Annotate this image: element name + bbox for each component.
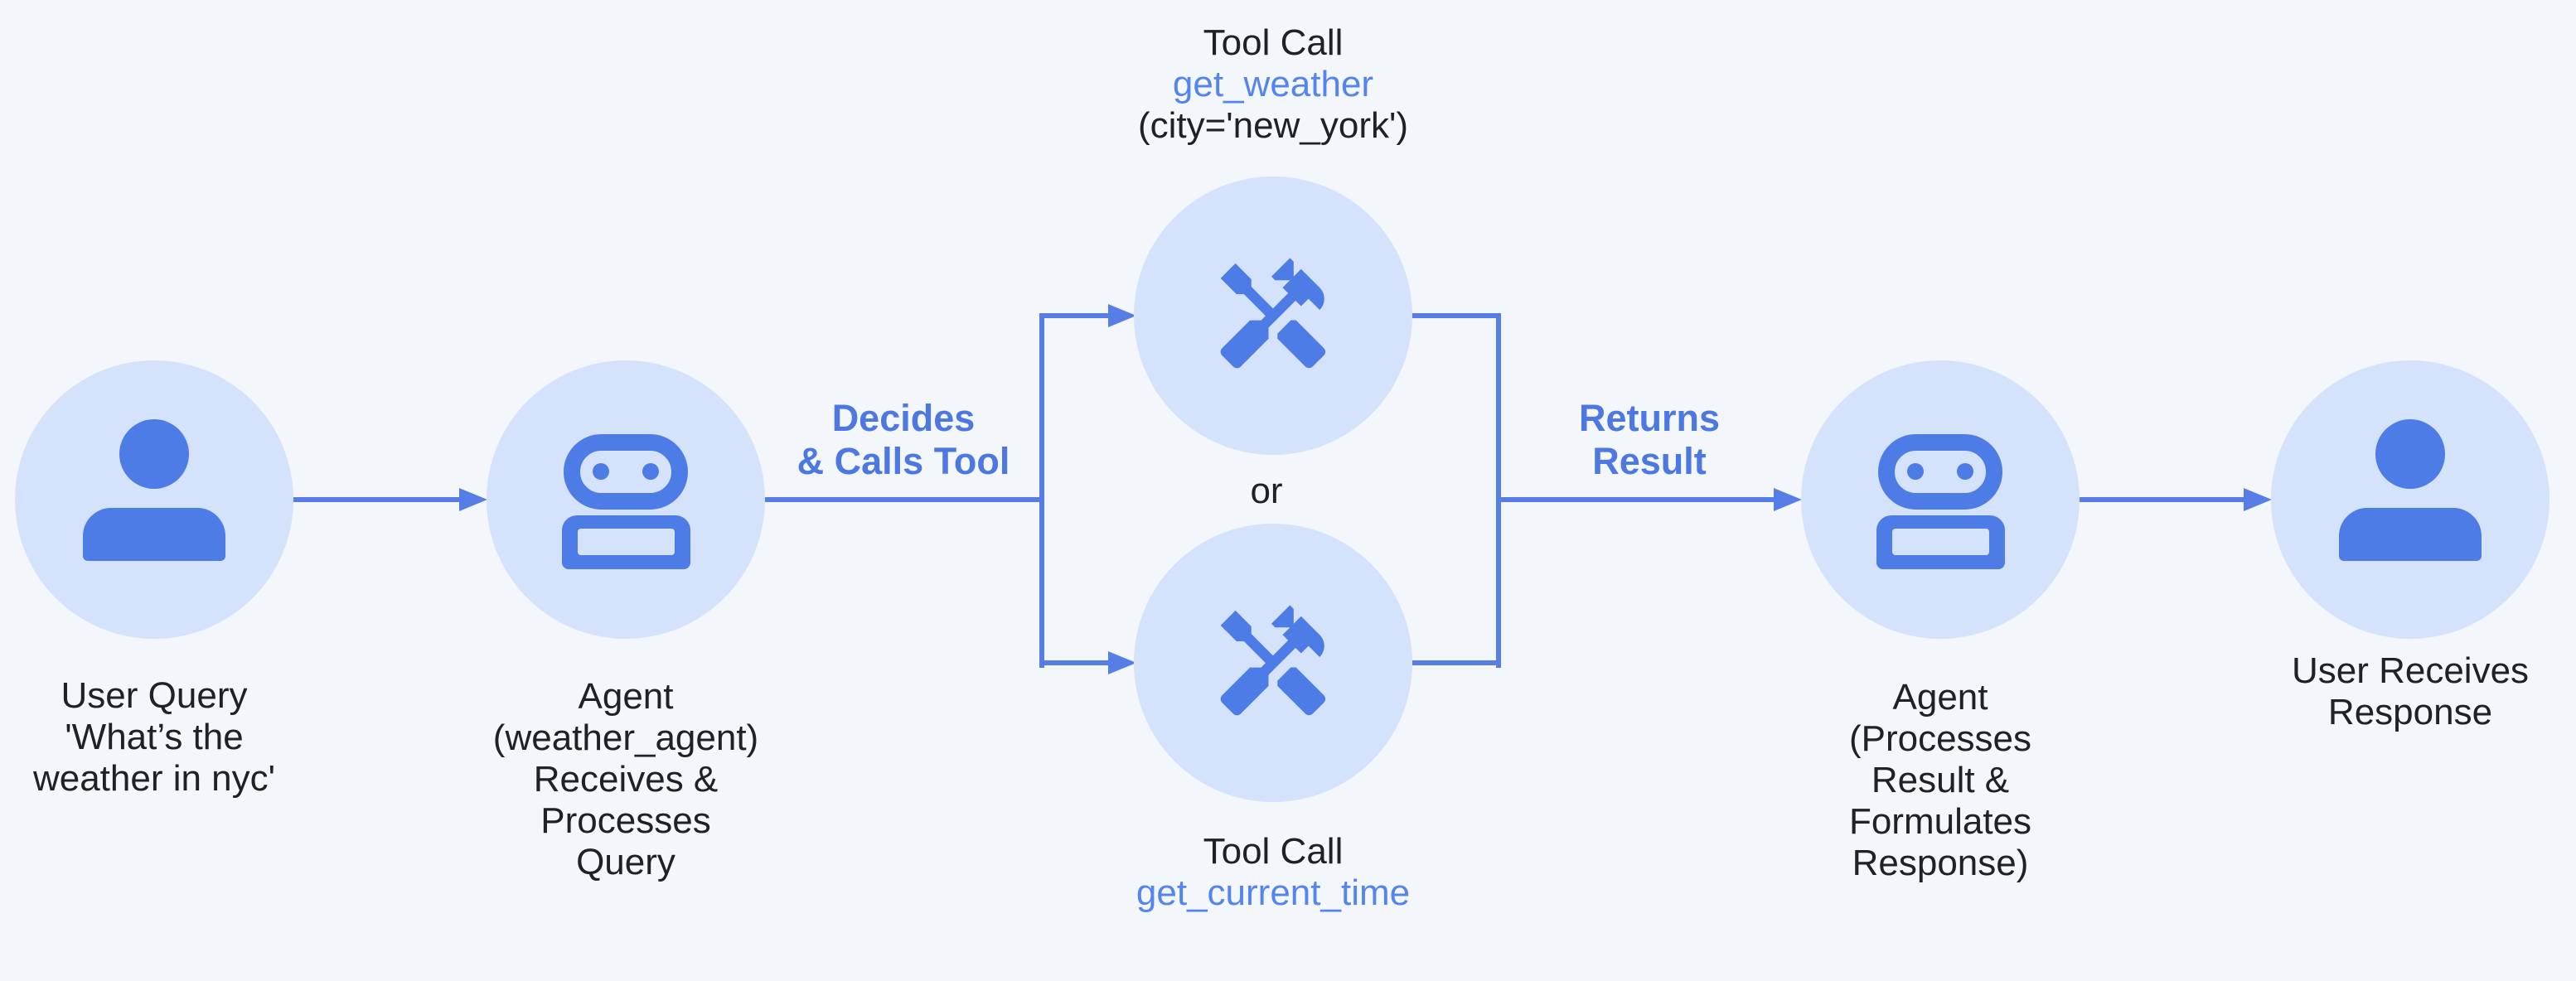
node-tool-get-weather [1134, 176, 1412, 455]
caption-user-response: User Receives Response [2292, 650, 2529, 733]
edge-label-returns-result: Returns Result [1579, 397, 1720, 483]
robot-icon-body [562, 515, 690, 569]
caption-line: Response) [1852, 843, 2029, 883]
caption-line: Response [2327, 692, 2493, 732]
tools-icon [1220, 258, 1326, 369]
connector-merge-to-agent [1499, 497, 1774, 502]
node-tool-get-current-time [1134, 524, 1412, 802]
arrowhead-tool-bottom [1108, 651, 1136, 674]
tool-function-name: get_current_time [1135, 872, 1411, 913]
robot-icon-head [1878, 434, 2002, 510]
robot-icon-left-eye [593, 463, 609, 480]
branch-split-vertical-line [1039, 313, 1044, 668]
robot-icon-right-eye [642, 463, 659, 480]
edge-label-line: Result [1592, 440, 1707, 482]
edge-label-line: Decides [831, 397, 976, 439]
connector-branch-to-tool-bottom [1042, 660, 1108, 665]
caption-user-query: User Query 'What’s the weather in nyc' [33, 675, 275, 800]
arrowhead-merge-to-agent [1774, 488, 1802, 511]
person-icon-head [119, 419, 189, 489]
node-user-query [15, 360, 293, 639]
arrowhead-agent-to-user [2244, 488, 2272, 511]
caption-line: or [1250, 471, 1283, 511]
tool-function-name: get_weather [1172, 64, 1374, 104]
or-label: or [1250, 471, 1282, 512]
node-agent-right [1801, 360, 2080, 639]
caption-line: Processes [540, 800, 711, 841]
caption-tool-get-current-time: Tool Call get_current_time [1136, 831, 1410, 914]
robot-icon-right-eye [1957, 463, 1973, 480]
connector-tool-top-to-merge [1412, 313, 1501, 318]
connector-agent-to-user [2080, 497, 2244, 502]
tool-call-title: Tool Call [1203, 831, 1344, 872]
node-agent-left [487, 360, 765, 639]
person-icon-shoulders [2339, 508, 2482, 561]
person-icon-shoulders [83, 508, 225, 561]
robot-icon-left-eye [1907, 463, 1924, 480]
caption-line: User Query [61, 675, 248, 716]
caption-line: weather in nyc' [32, 758, 276, 799]
edge-label-decides-calls-tool: Decides & Calls Tool [797, 397, 1010, 483]
caption-line: Query [576, 842, 675, 882]
edge-label-line: & Calls Tool [797, 440, 1010, 482]
robot-icon-mouth [578, 529, 675, 555]
tool-arguments: (city='new_york') [1137, 105, 1409, 146]
robot-icon-head [564, 434, 688, 510]
robot-icon-body [1876, 515, 2005, 569]
tool-call-title: Tool Call [1203, 22, 1344, 63]
connector-agent-to-branch [765, 497, 1044, 502]
connector-branch-to-tool-top [1042, 313, 1108, 318]
caption-agent-left: Agent (weather_agent) Receives & Process… [493, 676, 758, 883]
caption-line: Agent [1892, 677, 1988, 718]
arrowhead-tool-top [1108, 304, 1136, 327]
node-user-response [2271, 360, 2549, 639]
caption-line: (Processes [1848, 718, 2032, 759]
caption-tool-get-weather: Tool Call get_weather (city='new_york') [1138, 22, 1408, 147]
arrowhead-user-to-agent [459, 488, 487, 511]
caption-line: (weather_agent) [492, 718, 759, 758]
caption-line: Result & [1871, 760, 2010, 800]
caption-agent-right: Agent (Processes Result & Formulates Res… [1849, 677, 2031, 884]
robot-icon-mouth [1892, 529, 1989, 555]
caption-line: Receives & [533, 759, 719, 800]
tools-icon [1220, 605, 1326, 716]
connector-user-to-agent [293, 497, 459, 502]
connector-tool-bottom-to-merge [1412, 660, 1501, 665]
caption-line: User Receives [2291, 650, 2530, 691]
person-icon-head [2375, 419, 2445, 489]
caption-line: Formulates [1848, 801, 2032, 842]
edge-label-line: Returns [1578, 397, 1721, 439]
caption-line: Agent [578, 676, 674, 717]
branch-merge-vertical-line [1496, 313, 1501, 668]
caption-line: 'What’s the [65, 717, 244, 757]
